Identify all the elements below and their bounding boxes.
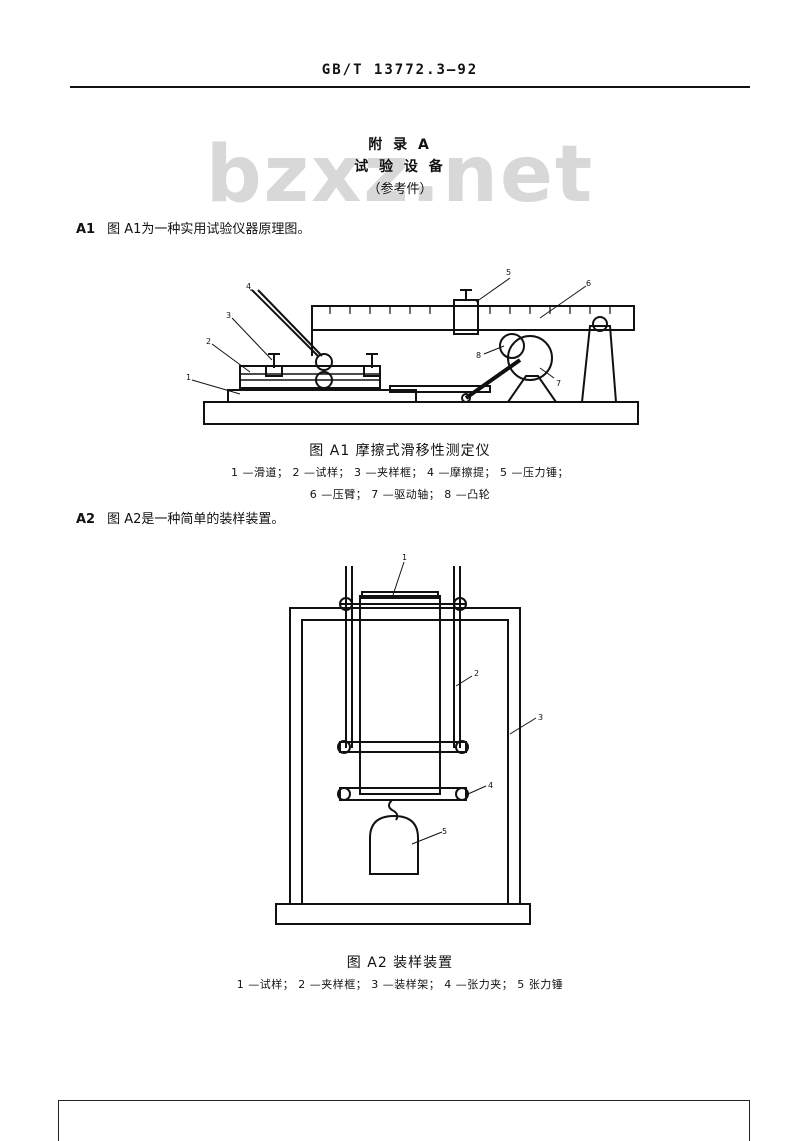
appendix-note: （参考件） [367,182,433,197]
section-number: A2 [76,512,96,527]
section-text: 图 A2是一种简单的装样装置。 [107,512,285,527]
a1-callout-5: 5 [506,268,511,277]
a1-callout-3: 3 [226,311,231,320]
a2-base [275,903,531,925]
a1-callout-6: 6 [586,279,591,288]
document-header: GB/T 13772.3—92 [321,62,479,78]
footer-frame [58,1100,750,1141]
a1-track [227,389,417,403]
a2-tension-weight [369,814,419,875]
header-rule [70,86,750,88]
section-number: A1 [76,222,96,237]
a2-tension-clamp [339,787,467,801]
a2-callout-3: 3 [538,713,543,722]
a2-outer-frame [289,607,521,904]
a2-callout-2: 2 [474,669,479,678]
figure-a1-legend-2: 6 —压臂； 7 —驱动轴； 8 —凸轮 [309,488,491,501]
a2-callout-4: 4 [488,781,493,790]
watermark: bzxz.net [205,130,595,220]
a1-pivot-stand [580,325,618,403]
a1-callout-2: 2 [206,337,211,346]
figure-a2-legend: 1 —试样； 2 —夹样框； 3 —装样架； 4 —张力夹； 5 张力锤 [236,978,564,991]
section-text: 图 A1为一种实用试验仪器原理图。 [107,222,311,237]
a2-callout-5: 5 [442,827,447,836]
a1-callout-1: 1 [186,373,191,382]
a2-callout-1: 1 [402,553,407,562]
figure-a1-caption: 图 A1 摩擦式滑移性测定仪 [309,443,491,459]
a1-callout-8: 8 [476,351,481,360]
section-a2: A2 图 A2是一种简单的装样装置。 [76,508,284,527]
a1-cam [499,333,525,359]
a2-clamp-frame [339,741,467,753]
a2-sample [359,595,441,795]
section-a1: A1 图 A1为一种实用试验仪器原理图。 [76,218,310,237]
figure-a1-legend-1: 1 —滑道； 2 —试样； 3 —夹样框； 4 —摩擦提； 5 —压力锤； [231,466,569,479]
appendix-label: 附 录 A [368,137,432,153]
a1-base [203,401,639,425]
a1-callout-7: 7 [556,379,561,388]
a1-callout-4: 4 [246,282,251,291]
a1-slide-plate [389,385,491,393]
appendix-title: 试 验 设 备 [354,159,446,175]
figure-a2-caption: 图 A2 装样装置 [346,955,454,971]
